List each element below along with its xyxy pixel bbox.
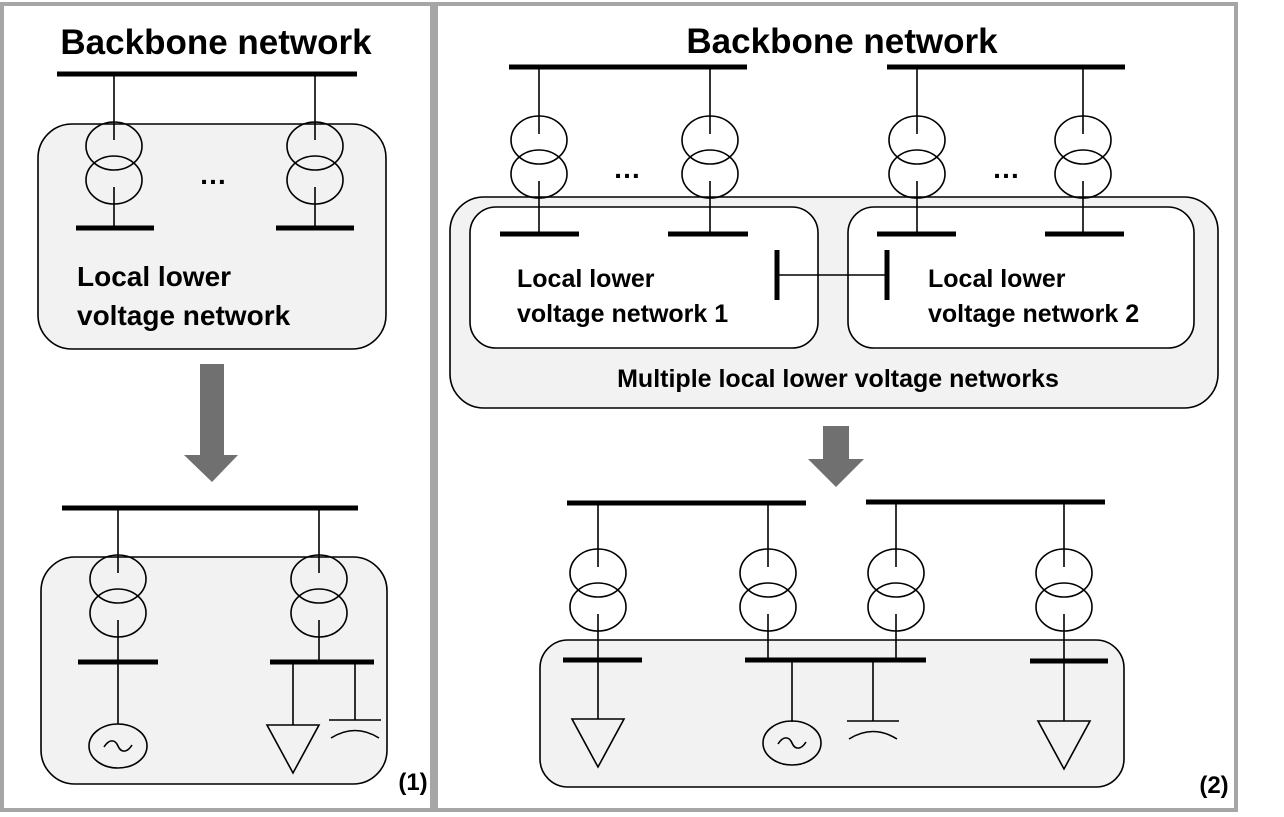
local-network-1-box bbox=[469, 206, 819, 349]
equivalent-network-box bbox=[40, 556, 388, 785]
multiple-networks-label: Multiple local lower voltage networks bbox=[617, 365, 1059, 393]
panel-2-tag: (2) bbox=[1199, 772, 1228, 799]
panel-1-title: Backbone network bbox=[60, 23, 372, 62]
network-label-line1: Local lower bbox=[77, 261, 231, 292]
ellipsis: … bbox=[199, 159, 227, 190]
network-2-line2: voltage network 2 bbox=[928, 300, 1139, 328]
local-network-box bbox=[37, 123, 387, 350]
equivalent-network-box bbox=[539, 639, 1125, 788]
ellipsis-left: … bbox=[613, 153, 641, 184]
panel-1-frame bbox=[0, 2, 434, 812]
panel-1-tag: (1) bbox=[398, 769, 427, 796]
panel-2-title: Backbone network bbox=[686, 22, 998, 61]
down-arrow-icon bbox=[808, 426, 864, 487]
ellipsis-right: … bbox=[992, 153, 1020, 184]
panel-2-frame bbox=[434, 2, 1238, 812]
network-label-line2: voltage network bbox=[77, 300, 291, 331]
local-network-2-box bbox=[847, 206, 1195, 349]
down-arrow-icon bbox=[184, 364, 238, 482]
network-2-line1: Local lower bbox=[928, 265, 1066, 293]
network-1-line2: voltage network 1 bbox=[517, 300, 728, 328]
network-1-line1: Local lower bbox=[517, 265, 655, 293]
